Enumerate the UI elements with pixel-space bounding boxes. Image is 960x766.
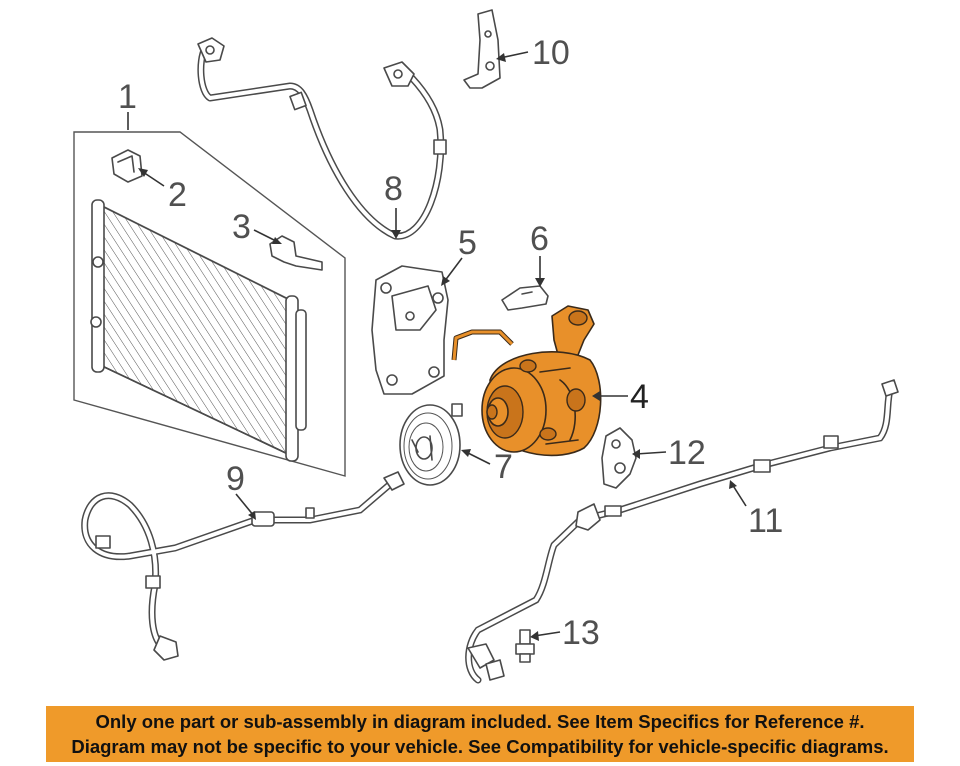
callout-4: 4 (630, 378, 649, 416)
compressor-4 (451, 305, 602, 457)
callout-1: 1 (118, 78, 137, 116)
callout-5: 5 (458, 224, 477, 262)
sensor-13 (515, 629, 535, 663)
callout-leaders (127, 51, 747, 641)
bracket-2 (111, 149, 143, 183)
callout-13: 13 (562, 614, 600, 652)
callout-10: 10 (532, 34, 570, 72)
bracket-6 (501, 285, 549, 311)
disclaimer-banner: Only one part or sub-assembly in diagram… (46, 706, 914, 762)
parts-diagram: 1 2 3 4 5 6 7 8 9 10 11 12 13 (73, 9, 899, 684)
callout-11: 11 (748, 502, 783, 540)
disclaimer-line-2: Diagram may not be specific to your vehi… (71, 736, 889, 757)
bracket-12 (601, 427, 637, 489)
hose-9 (81, 471, 405, 661)
callout-7: 7 (494, 448, 513, 486)
hose-11 (465, 379, 899, 684)
disclaimer-line-1: Only one part or sub-assembly in diagram… (95, 711, 865, 732)
callout-12: 12 (668, 434, 706, 472)
hose-8 (197, 37, 447, 240)
callout-labels: 1 2 3 4 5 6 7 8 9 10 11 12 13 (118, 34, 783, 652)
callout-6: 6 (530, 220, 549, 258)
callout-9: 9 (226, 460, 245, 498)
bracket-5 (371, 265, 449, 395)
bracket-3 (269, 235, 323, 271)
condenser-assembly (73, 131, 346, 477)
bracket-10 (463, 9, 501, 89)
clutch-pulley-7 (399, 403, 463, 486)
callout-2: 2 (168, 176, 187, 214)
callout-3: 3 (232, 208, 251, 246)
callout-8: 8 (384, 170, 403, 208)
